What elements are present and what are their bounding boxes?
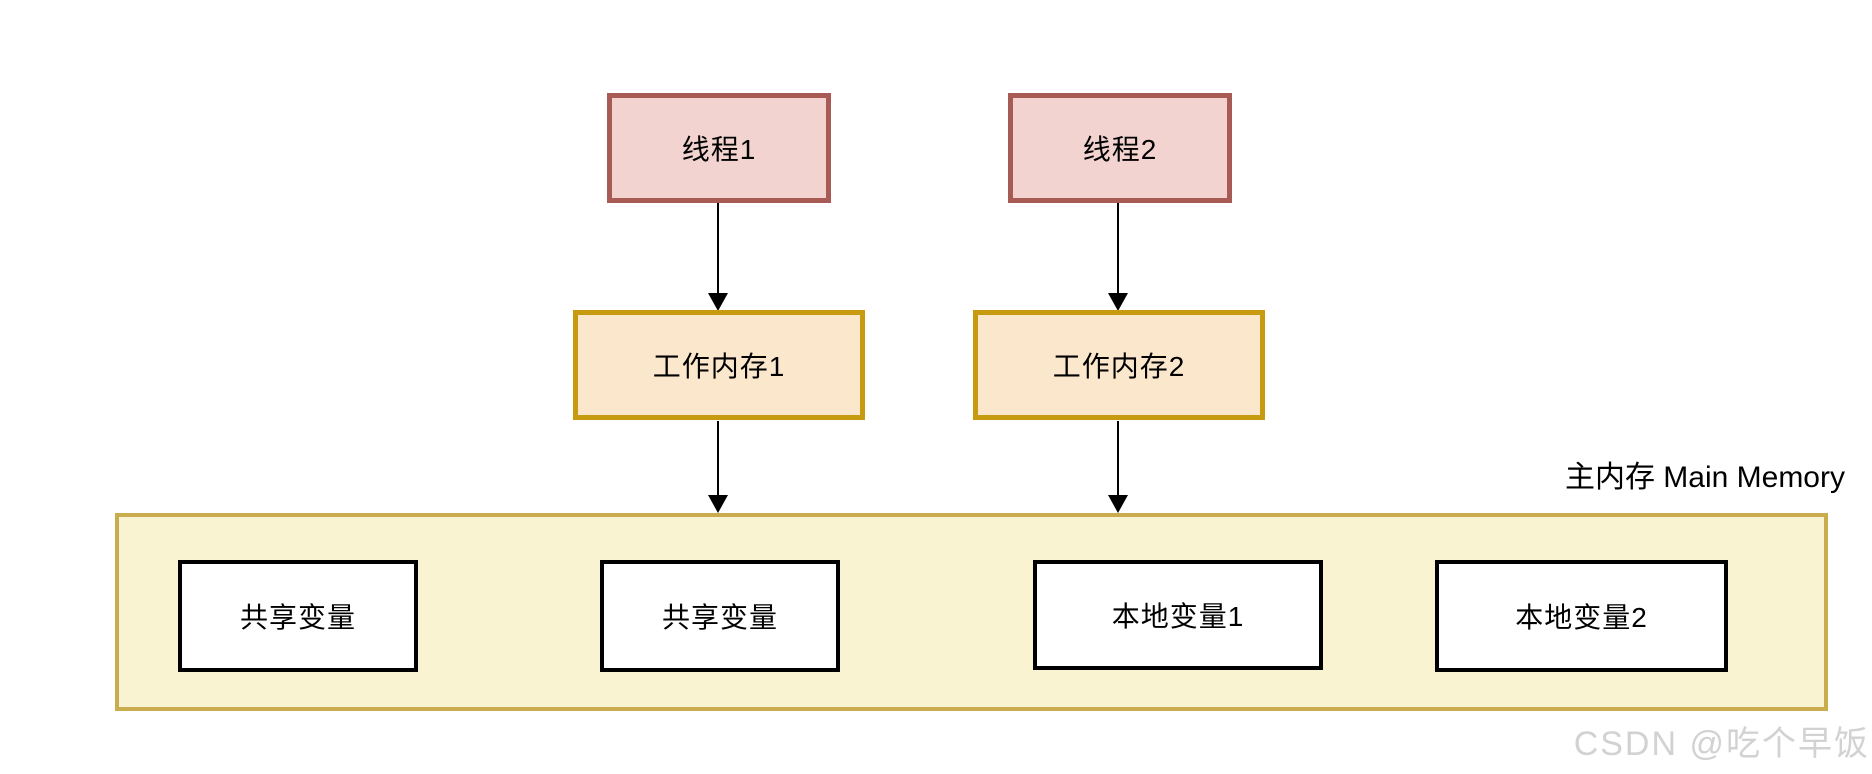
- working-memory-1-node: 工作内存1: [573, 310, 865, 420]
- thread-1-node: 线程1: [607, 93, 831, 203]
- shared-variable-2-node: 共享变量: [600, 560, 840, 672]
- arrow-thread2-to-working2: [1107, 203, 1129, 311]
- working-memory-1-label: 工作内存1: [652, 351, 786, 382]
- shared-variable-2-label: 共享变量: [661, 602, 778, 633]
- shared-variable-1-label: 共享变量: [239, 602, 356, 633]
- local-variable-2-node: 本地变量2: [1435, 560, 1728, 672]
- arrow-thread1-to-working1: [707, 203, 729, 311]
- local-variable-1-label: 本地变量1: [1111, 601, 1245, 632]
- thread-1-label: 线程1: [681, 134, 757, 165]
- local-variable-1-node: 本地变量1: [1033, 560, 1323, 670]
- local-variable-2-label: 本地变量2: [1515, 602, 1648, 633]
- working-memory-2-label: 工作内存2: [1052, 351, 1186, 382]
- csdn-watermark: CSDN @吃个早饭: [1573, 725, 1870, 763]
- shared-variable-1-node: 共享变量: [178, 560, 418, 672]
- thread-2-label: 线程2: [1082, 134, 1158, 165]
- thread-2-node: 线程2: [1008, 93, 1232, 203]
- arrow-working2-to-main-memory: [1107, 421, 1129, 513]
- main-memory-label: 主内存 Main Memory: [1564, 461, 1845, 494]
- working-memory-2-node: 工作内存2: [973, 310, 1265, 420]
- arrow-working1-to-main-memory: [707, 421, 729, 513]
